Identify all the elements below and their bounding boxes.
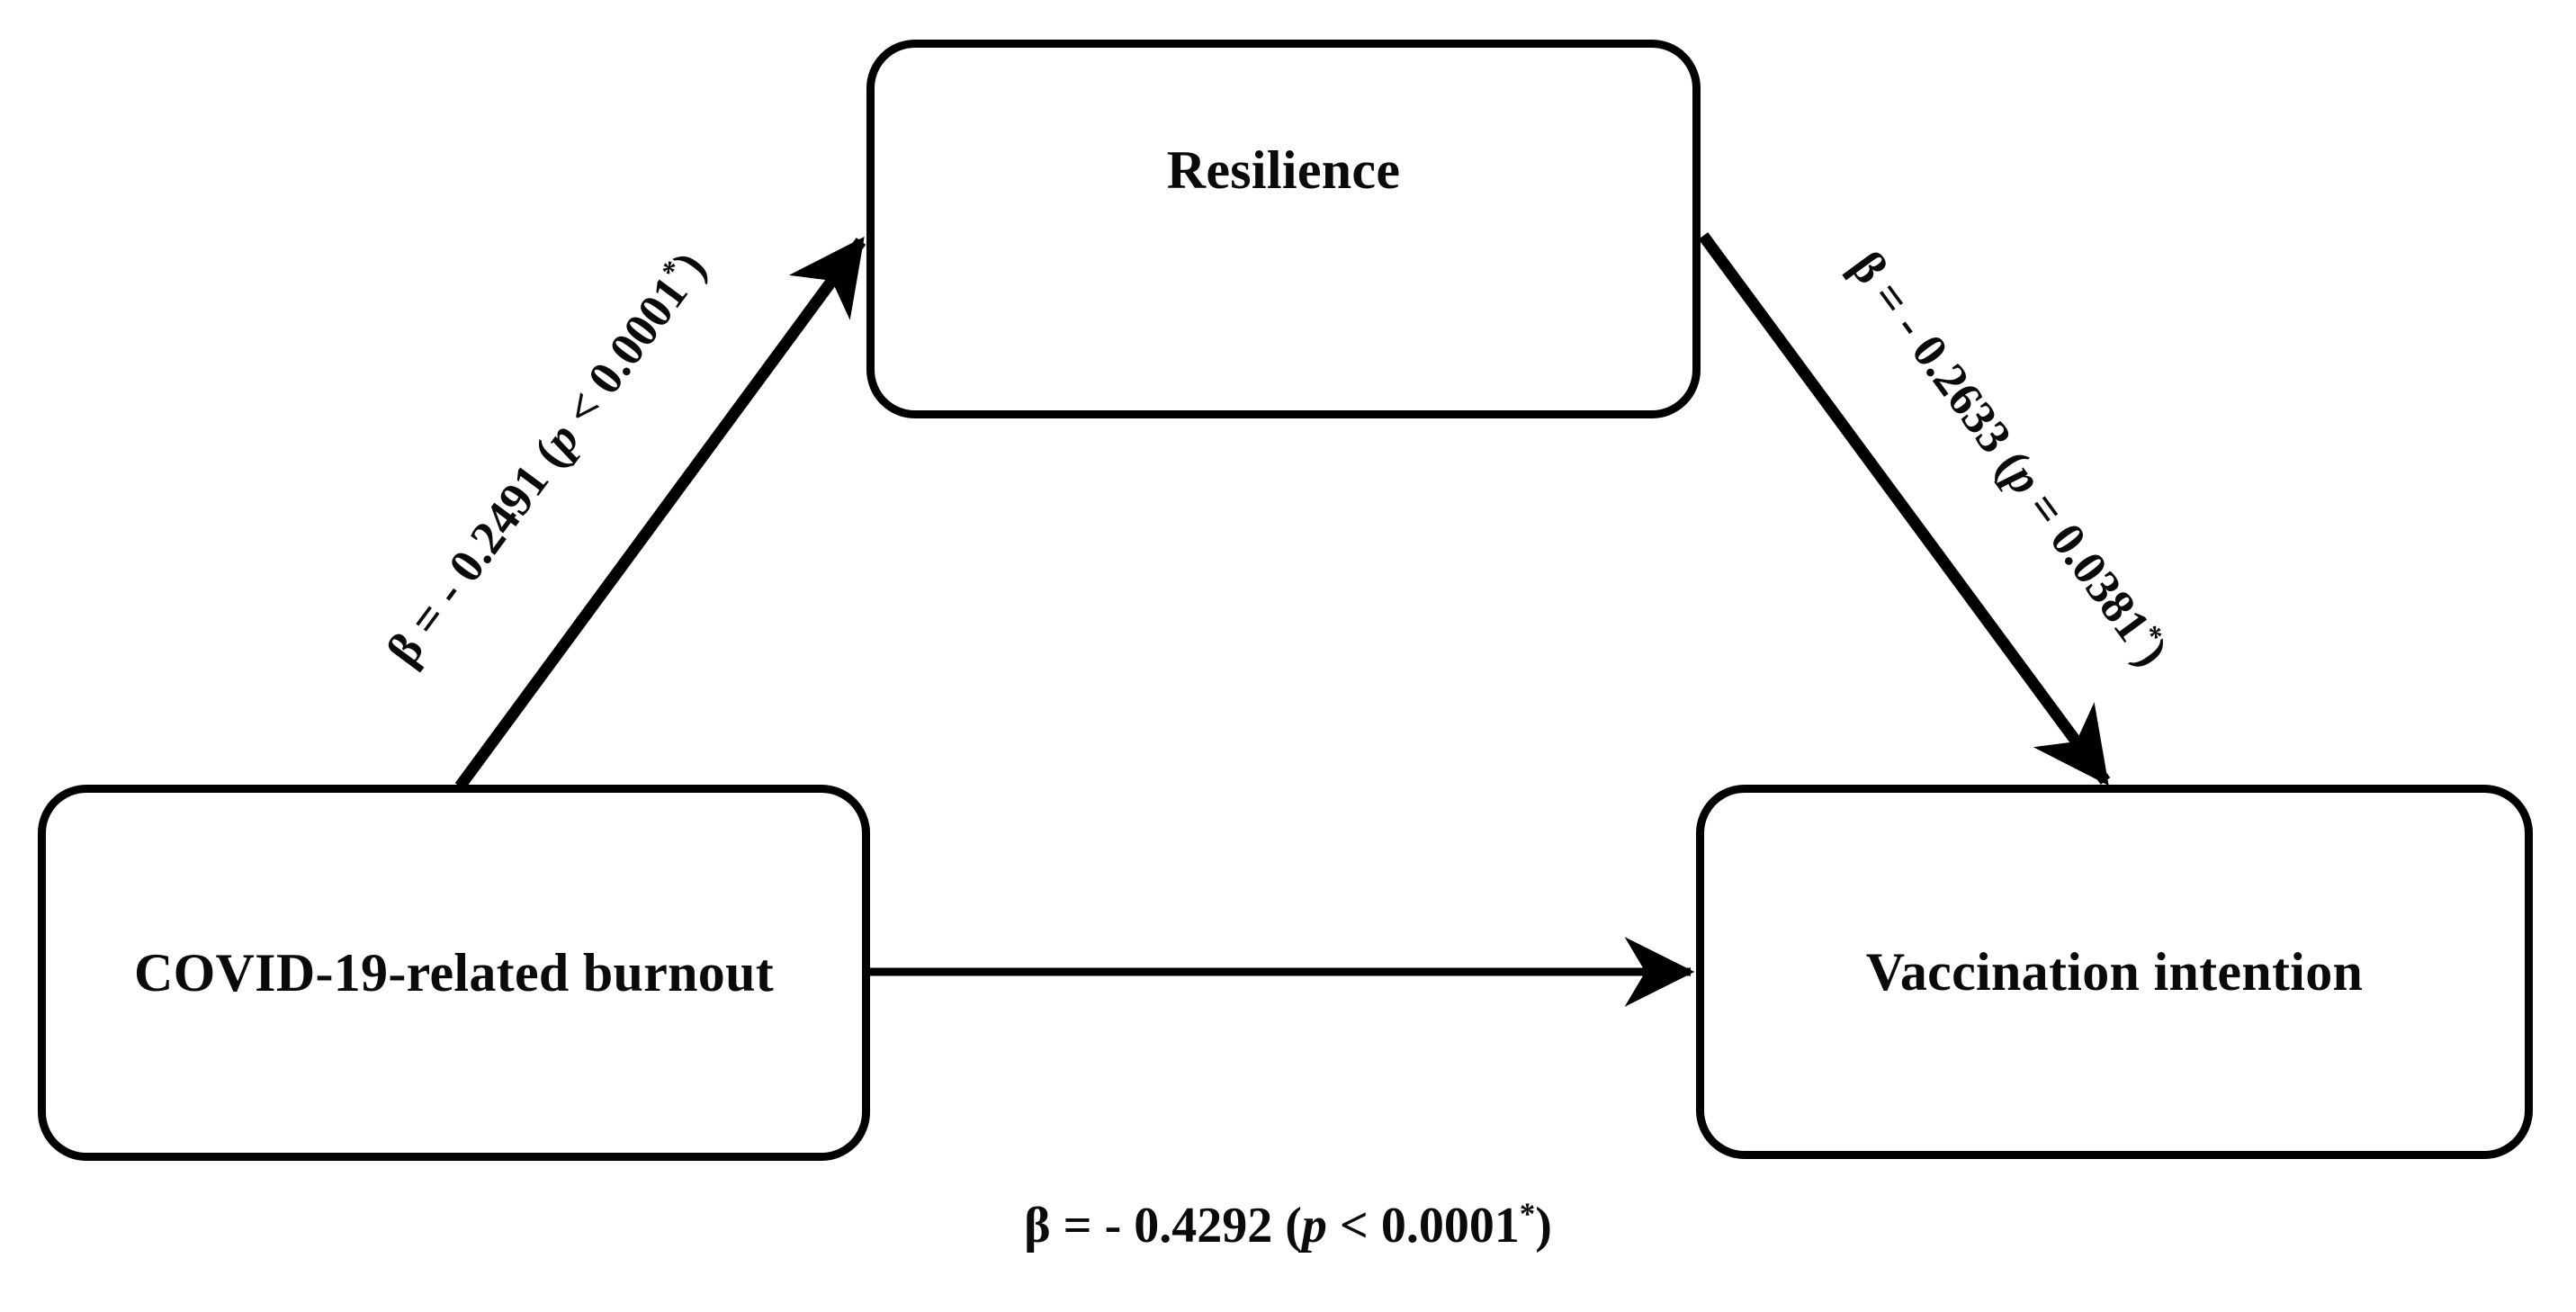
arrow-burnout-to-resilience xyxy=(454,236,866,790)
coefficient-c: - 0.4292 xyxy=(1104,1198,1273,1254)
space-c xyxy=(1272,1198,1285,1254)
equals-c: = xyxy=(1050,1198,1105,1254)
arrow-resilience-to-vaccination xyxy=(1698,232,2111,786)
node-burnout[interactable]: COVID-19-related burnout xyxy=(38,785,870,1161)
node-resilience-label: Resilience xyxy=(1166,139,1401,200)
node-resilience[interactable]: Resilience xyxy=(866,40,1701,418)
node-vaccination[interactable]: Vaccination intention xyxy=(1696,785,2533,1159)
paren-close-c: ) xyxy=(1535,1198,1552,1254)
edge-label-path-c: β = - 0.4292 (p < 0.0001*) xyxy=(0,1197,2576,1254)
p-symbol-c: p xyxy=(1301,1198,1327,1254)
node-burnout-label: COVID-19-related burnout xyxy=(133,943,775,1002)
p-operator-c: < xyxy=(1326,1198,1381,1254)
paren-open-c: ( xyxy=(1285,1198,1302,1254)
p-value-c: 0.0001 xyxy=(1380,1198,1520,1254)
node-vaccination-label: Vaccination intention xyxy=(1865,942,2364,1002)
significance-marker-c: * xyxy=(1519,1196,1536,1232)
beta-symbol-c: β xyxy=(1024,1198,1051,1254)
